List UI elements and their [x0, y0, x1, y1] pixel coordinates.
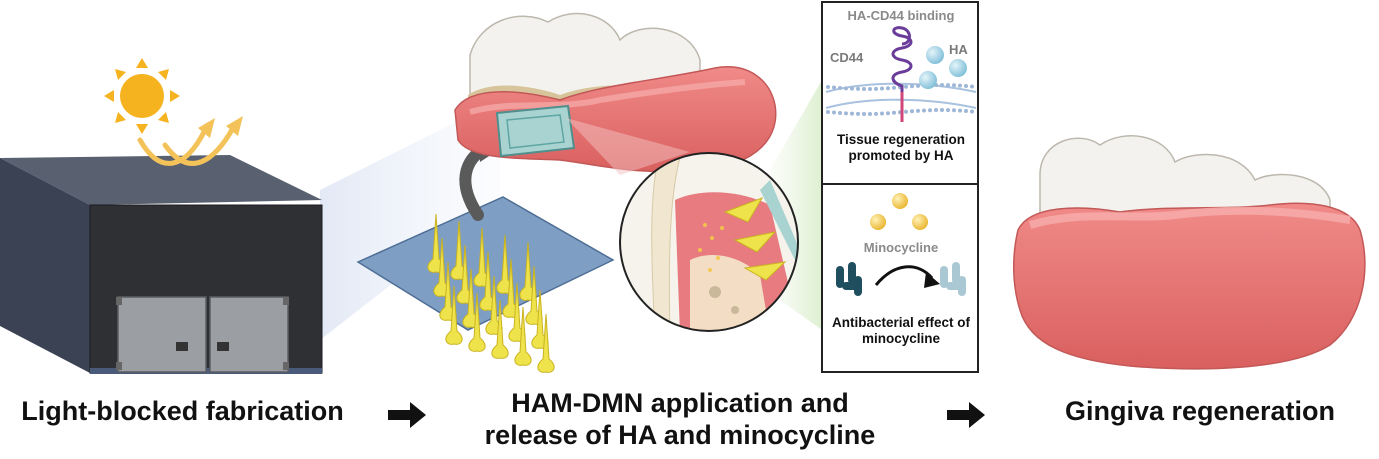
lipid-head	[838, 110, 842, 115]
lipid-head	[916, 108, 920, 113]
kill-arrow-icon	[874, 265, 940, 288]
tissue-regeneration-text: Tissue regeneration promoted by HA	[836, 132, 966, 164]
lipid-head	[832, 85, 836, 90]
lipid-head	[964, 83, 968, 88]
lipid-head	[946, 108, 950, 113]
lipid-head	[886, 111, 890, 116]
gum-model-regenerated	[1013, 135, 1366, 370]
sun-icon	[104, 58, 180, 134]
gum-model-treatment	[454, 12, 777, 173]
ha-label: HA	[949, 42, 968, 57]
lipid-head	[862, 111, 866, 116]
lipid-head	[874, 111, 878, 116]
light-blocked-box	[0, 155, 323, 374]
lipid-head	[940, 108, 944, 113]
lipid-head	[892, 85, 896, 90]
microneedle-array	[427, 213, 555, 373]
lipid-head	[826, 110, 830, 114]
microneedle	[445, 285, 463, 345]
step2-caption: HAM-DMN application and release of HA an…	[484, 388, 876, 450]
lipid-head	[826, 85, 830, 89]
lipid-head	[958, 83, 962, 88]
lipid-head	[880, 86, 884, 91]
bacteria-icon	[836, 262, 966, 296]
microneedle-patch	[356, 196, 615, 331]
lipid-head	[916, 83, 920, 88]
lipid-head	[856, 111, 860, 116]
step1-caption: Light-blocked fabrication	[21, 396, 344, 426]
lipid-head	[946, 83, 950, 88]
lipid-head	[904, 109, 908, 114]
lipid-head	[838, 85, 842, 90]
lipid-head	[970, 84, 974, 89]
microneedle	[491, 299, 509, 359]
magnified-view	[566, 118, 799, 332]
lipid-head	[862, 86, 866, 91]
microneedle	[537, 313, 555, 373]
lipid-head	[874, 86, 878, 91]
microneedle	[468, 292, 486, 352]
lipid-head	[958, 108, 962, 113]
lipid-head	[868, 111, 872, 116]
lipid-head	[886, 86, 890, 91]
lipid-head	[910, 84, 914, 89]
light-ray-arrowheads	[198, 116, 243, 138]
lipid-head	[868, 86, 872, 91]
lipid-head	[844, 86, 848, 91]
step3-caption: Gingiva regeneration	[1064, 396, 1336, 426]
lipid-head	[880, 111, 884, 116]
lipid-head	[922, 108, 926, 113]
lipid-head	[892, 110, 896, 115]
cd44-label: CD44	[830, 50, 864, 65]
lipid-head	[850, 86, 854, 91]
minocycline-label: Minocycline	[863, 240, 939, 255]
lipid-head	[952, 108, 956, 113]
lipid-head	[850, 111, 854, 116]
lipid-head	[970, 109, 974, 114]
minocycline-molecule-icon	[870, 193, 928, 230]
antibacterial-text: Antibacterial effect of minocycline	[831, 315, 971, 347]
cell-membrane	[825, 82, 977, 116]
lipid-head	[952, 83, 956, 88]
lipid-head	[844, 111, 848, 116]
ha-molecule-icon	[919, 46, 967, 89]
lipid-head	[856, 86, 860, 91]
lipid-head	[904, 84, 908, 89]
right-arrow-icon	[388, 402, 985, 428]
microneedle	[514, 306, 532, 366]
cd44-protein-icon	[891, 26, 913, 120]
projection-beam	[320, 100, 500, 340]
lipid-head	[910, 109, 914, 114]
lipid-head	[928, 108, 932, 113]
binding-title: HA-CD44 binding	[847, 8, 955, 23]
light-ray-icon	[137, 125, 236, 166]
lipid-head	[940, 83, 944, 88]
lipid-head	[832, 110, 836, 115]
lipid-head	[964, 108, 968, 113]
lipid-head	[934, 108, 938, 113]
